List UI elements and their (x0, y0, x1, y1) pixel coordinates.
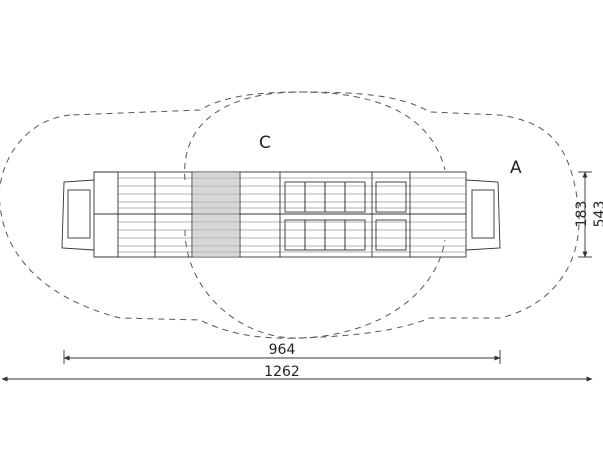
overall-width-label: 543 (592, 201, 603, 228)
inner-length-dimension: 964 (63, 342, 501, 364)
safety-zone-outline (0, 91, 580, 339)
overall-length-dimension: 1262 (1, 364, 593, 382)
zone-c-label: C (259, 133, 271, 153)
width-dimension: 183 543 (574, 171, 603, 258)
zone-a-label: A (510, 158, 522, 178)
equipment-body (61, 171, 501, 258)
inner-width-label: 183 (574, 201, 590, 228)
overall-length-label: 1262 (264, 364, 300, 380)
inner-length-label: 964 (269, 342, 296, 358)
